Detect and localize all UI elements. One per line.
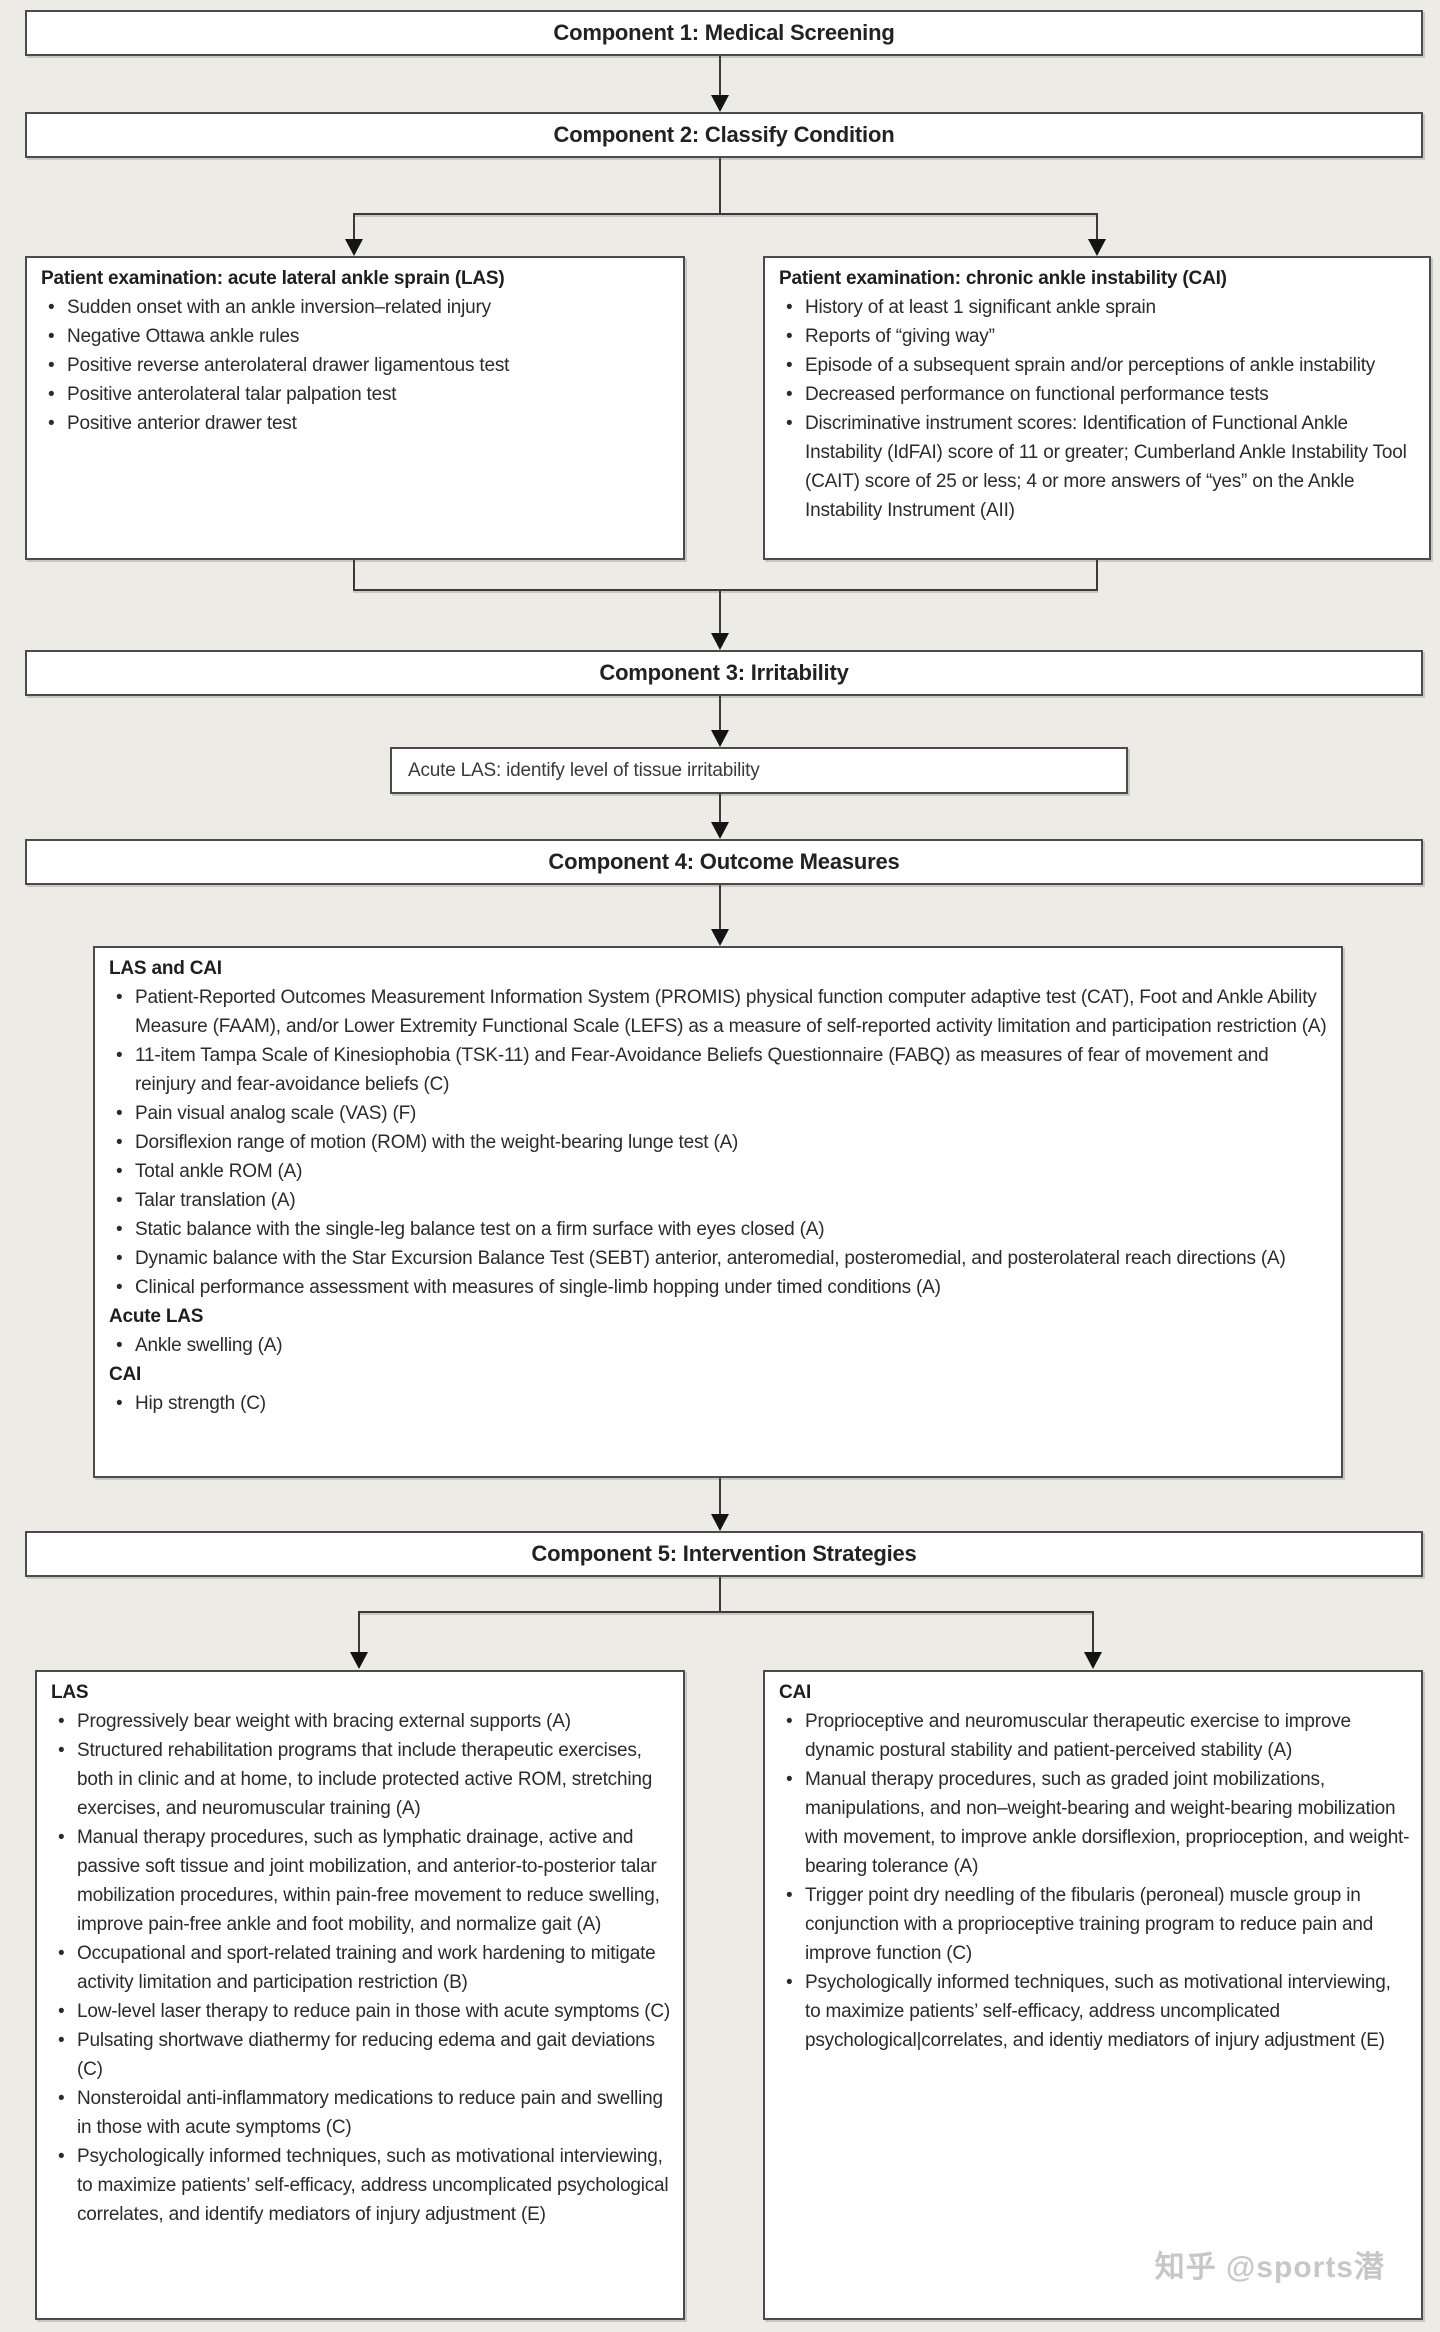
component4-bar: Component 4: Outcome Measures [25,839,1423,885]
component5-title: Component 5: Intervention Strategies [531,1541,917,1566]
interventions-las-title: LAS [51,1682,89,1703]
outcomes-section3-heading: CAI [109,1364,142,1385]
connector-note-c4-stem [719,794,721,822]
bullet-item: Progressively bear weight with bracing e… [51,1707,673,1736]
bullet-item: Clinical performance assessment with mea… [109,1273,1331,1302]
bullet-item: Pulsating shortwave diathermy for reduci… [51,2026,673,2084]
connector-c2-split-crossbar [354,213,1098,215]
bullet-item: Negative Ottawa ankle rules [41,322,673,351]
connector-c5-split-stem [719,1577,721,1613]
component2-title: Component 2: Classify Condition [553,122,895,147]
connector-c5-split-crossbar [359,1611,1094,1613]
bullet-item: Dynamic balance with the Star Excursion … [109,1244,1331,1273]
exam-las-title: Patient examination: acute lateral ankle… [41,268,505,289]
bullet-item: Trigger point dry needling of the fibula… [779,1881,1411,1968]
irritability-note-box: Acute LAS: identify level of tissue irri… [390,747,1128,794]
connector-merge-c3-arrowhead-icon [711,633,729,650]
connector-c2-split-stem [719,158,721,215]
connector-c4-outcomes-stem [719,885,721,929]
bullet-item: Sudden onset with an ankle inversion–rel… [41,293,673,322]
connector-c5-las-arrowhead-icon [350,1652,368,1669]
interventions-las-bullet-list: Progressively bear weight with bracing e… [51,1707,673,2229]
component4-title: Component 4: Outcome Measures [548,849,900,874]
watermark-text: 知乎 @sports潜 [1154,2251,1385,2284]
connector-c4-outcomes-arrowhead-icon [711,929,729,946]
bullet-item: 11-item Tampa Scale of Kinesiophobia (TS… [109,1041,1331,1099]
bullet-item: Reports of “giving way” [779,322,1419,351]
bullet-item: Structured rehabilitation programs that … [51,1736,673,1823]
connector-las-merge-stem [353,560,355,591]
connector-outcomes-c5-arrowhead-icon [711,1514,729,1531]
exam-cai-box: Patient examination: chronic ankle insta… [763,256,1431,560]
bullet-item: Episode of a subsequent sprain and/or pe… [779,351,1419,380]
component3-title: Component 3: Irritability [599,660,849,685]
bullet-item: Low-level laser therapy to reduce pain i… [51,1997,673,2026]
bullet-item: Total ankle ROM (A) [109,1157,1331,1186]
bullet-item: Talar translation (A) [109,1186,1331,1215]
bullet-item: Pain visual analog scale (VAS) (F) [109,1099,1331,1128]
bullet-item: Patient-Reported Outcomes Measurement In… [109,983,1331,1041]
component5-bar: Component 5: Intervention Strategies [25,1531,1423,1577]
interventions-cai-title: CAI [779,1682,812,1703]
connector-c2-las-arrowhead-icon [345,239,363,256]
connector-c2-las-stem [353,213,355,239]
connector-c3-note-arrowhead-icon [711,730,729,747]
outcomes-section2-heading: Acute LAS [109,1306,204,1327]
bullet-item: Manual therapy procedures, such as grade… [779,1765,1411,1881]
bullet-item: Dorsiflexion range of motion (ROM) with … [109,1128,1331,1157]
bullet-item: Hip strength (C) [109,1389,1331,1418]
interventions-cai-box: CAI Proprioceptive and neuromuscular the… [763,1670,1423,2320]
bullet-item: History of at least 1 significant ankle … [779,293,1419,322]
bullet-item: Occupational and sport-related training … [51,1939,673,1997]
outcomes-section1-heading: LAS and CAI [109,958,222,979]
outcomes-section1-bullet-list: Patient-Reported Outcomes Measurement In… [109,983,1331,1302]
exam-las-box: Patient examination: acute lateral ankle… [25,256,685,560]
exam-cai-bullet-list: History of at least 1 significant ankle … [779,293,1419,525]
connector-c1-c2-arrowhead-icon [711,95,729,112]
component3-bar: Component 3: Irritability [25,650,1423,696]
bullet-item: Positive anterior drawer test [41,409,673,438]
bullet-item: Positive anterolateral talar palpation t… [41,380,673,409]
connector-c1-c2-stem [719,56,721,97]
connector-merge-crossbar [353,589,1098,591]
exam-cai-title: Patient examination: chronic ankle insta… [779,268,1227,289]
bullet-item: Decreased performance on functional perf… [779,380,1419,409]
bullet-item: Proprioceptive and neuromuscular therape… [779,1707,1411,1765]
connector-c2-cai-arrowhead-icon [1088,239,1106,256]
bullet-item: Static balance with the single-leg balan… [109,1215,1331,1244]
outcomes-box: LAS and CAI Patient-Reported Outcomes Me… [93,946,1343,1478]
connector-cai-merge-stem [1096,560,1098,591]
bullet-item: Manual therapy procedures, such as lymph… [51,1823,673,1939]
connector-merge-c3-stem [719,589,721,633]
outcomes-section3-bullet-list: Hip strength (C) [109,1389,1331,1418]
bullet-item: Nonsteroidal anti-inflammatory medicatio… [51,2084,673,2142]
interventions-cai-bullet-list: Proprioceptive and neuromuscular therape… [779,1707,1411,2055]
connector-c5-las-stem [358,1611,360,1652]
connector-c2-cai-stem [1096,213,1098,239]
irritability-note-text: Acute LAS: identify level of tissue irri… [408,759,760,781]
bullet-item: Psychologically informed techniques, suc… [779,1968,1411,2055]
outcomes-section2-bullet-list: Ankle swelling (A) [109,1331,1331,1360]
bullet-item: Psychologically informed techniques, suc… [51,2142,673,2229]
connector-note-c4-arrowhead-icon [711,822,729,839]
connector-outcomes-c5-stem [719,1478,721,1514]
bullet-item: Discriminative instrument scores: Identi… [779,409,1419,525]
bullet-item: Positive reverse anterolateral drawer li… [41,351,673,380]
component2-bar: Component 2: Classify Condition [25,112,1423,158]
connector-c5-cai-arrowhead-icon [1084,1652,1102,1669]
connector-c3-note-stem [719,696,721,730]
exam-las-bullet-list: Sudden onset with an ankle inversion–rel… [41,293,673,438]
interventions-las-box: LAS Progressively bear weight with braci… [35,1670,685,2320]
bullet-item: Ankle swelling (A) [109,1331,1331,1360]
component1-bar: Component 1: Medical Screening [25,10,1423,56]
connector-c5-cai-stem [1092,1611,1094,1652]
component1-title: Component 1: Medical Screening [553,20,895,45]
